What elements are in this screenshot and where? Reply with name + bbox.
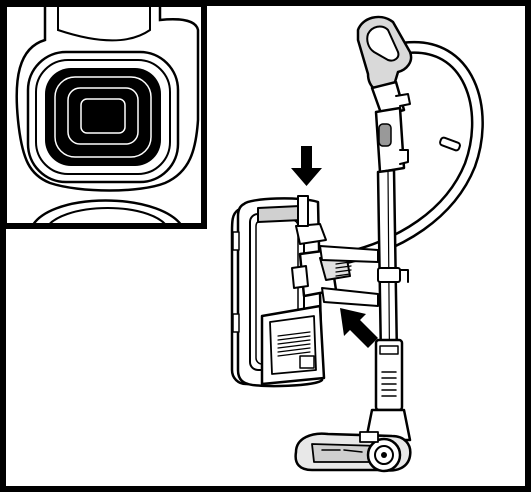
inset-button-black <box>45 68 161 166</box>
inset-border <box>1 1 207 229</box>
pod-canister <box>230 195 379 388</box>
up-left-arrow-icon <box>340 308 378 348</box>
vacuum-illustration <box>230 15 484 473</box>
inset-dome <box>32 199 182 224</box>
down-arrow-icon <box>291 146 322 186</box>
detail-inset <box>1 1 207 229</box>
floor-nozzle <box>294 431 412 473</box>
